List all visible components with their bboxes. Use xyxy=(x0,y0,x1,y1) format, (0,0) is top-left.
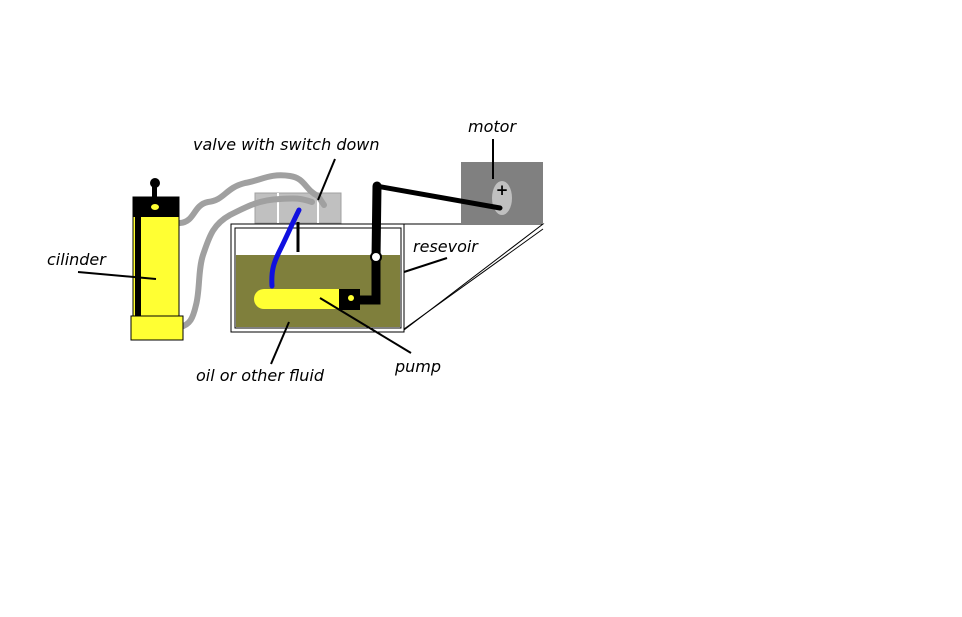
motor-label: motor xyxy=(468,117,517,136)
upper-hose xyxy=(177,172,327,226)
reservoir-side-edge xyxy=(403,228,544,330)
return-hose xyxy=(269,207,302,289)
hoses xyxy=(177,172,327,330)
reservoir xyxy=(230,223,545,333)
reservoir-leader xyxy=(403,257,448,273)
cylinder-cap-port xyxy=(151,204,159,210)
pump-lever-pivot xyxy=(370,251,382,263)
reservoir-label: resevoir xyxy=(413,237,479,256)
valve-leader xyxy=(317,158,336,201)
fluid-leader xyxy=(270,321,290,365)
cylinder xyxy=(130,178,184,341)
pump-leader xyxy=(319,297,412,354)
pump-lever xyxy=(371,181,382,263)
pump xyxy=(254,181,503,310)
fluid-label: oil or other fluid xyxy=(196,366,325,385)
valve-label: valve with switch down xyxy=(193,135,379,154)
cylinder-leader xyxy=(77,271,157,280)
pump-head-port xyxy=(348,295,354,301)
cylinder-rod-eye xyxy=(150,178,160,188)
motor-link-arm xyxy=(373,183,503,211)
cylinder-base xyxy=(130,315,184,341)
lower-hose xyxy=(177,195,315,330)
pump-piston-rod xyxy=(360,258,381,305)
motor-terminal-plus: + xyxy=(496,181,509,199)
cylinder-rod xyxy=(152,183,157,198)
pump-barrel xyxy=(254,289,344,309)
cylinder-label: cilinder xyxy=(47,250,107,269)
motor: + xyxy=(461,162,543,223)
leader-lines xyxy=(77,139,494,365)
pump-label: pump xyxy=(394,357,441,376)
